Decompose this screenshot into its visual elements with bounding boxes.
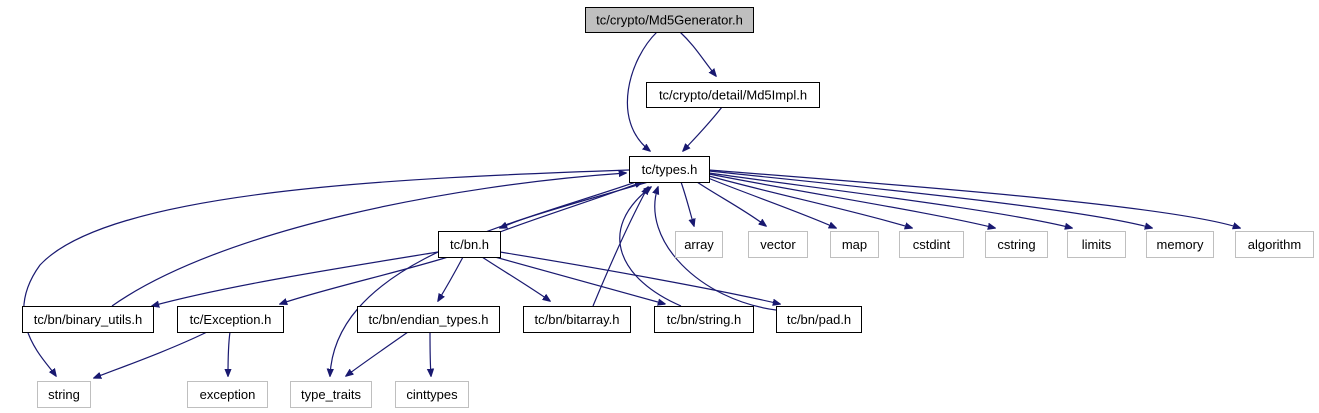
node-label: tc/crypto/Md5Generator.h	[596, 13, 743, 28]
node-box	[675, 231, 723, 258]
node-types[interactable]: tc/types.h	[629, 156, 710, 183]
node-box	[1146, 231, 1214, 258]
edge-binutils-to-types	[111, 173, 626, 307]
edge-bn-to-pad	[499, 251, 780, 304]
edge-types-to-memory	[708, 170, 1152, 228]
node-label: algorithm	[1248, 237, 1301, 252]
node-md5gen[interactable]: tc/crypto/Md5Generator.h	[585, 7, 754, 33]
node-box	[1067, 231, 1126, 258]
edge-bnstring-to-types	[619, 187, 682, 307]
node-box	[177, 306, 284, 333]
node-box	[357, 306, 500, 333]
edge-pad-to-types	[655, 187, 777, 311]
edge-exception_h-to-string	[94, 331, 208, 378]
node-array: array	[675, 231, 723, 258]
edge-types-to-cstdint	[708, 175, 912, 228]
edge-types-to-array	[680, 181, 694, 226]
node-limits: limits	[1067, 231, 1126, 258]
edge-types-to-cstring	[708, 173, 995, 228]
node-label: cstdint	[913, 237, 951, 252]
node-box	[187, 381, 268, 408]
node-memory: memory	[1146, 231, 1214, 258]
node-label: tc/bn/bitarray.h	[534, 312, 619, 327]
edge-bn-to-endian	[438, 256, 464, 301]
node-exception_h[interactable]: tc/Exception.h	[177, 306, 284, 333]
node-box	[1235, 231, 1314, 258]
node-label: string	[48, 387, 80, 402]
node-box	[830, 231, 879, 258]
node-label: tc/Exception.h	[190, 312, 272, 327]
node-bitarray[interactable]: tc/bn/bitarray.h	[523, 306, 631, 333]
edge-exception_h-to-exception	[228, 331, 230, 376]
node-cstring: cstring	[985, 231, 1048, 258]
edge-types-to-type_traits	[330, 181, 649, 376]
edge-bn-to-exception_h	[280, 256, 449, 304]
node-label: limits	[1082, 237, 1112, 252]
node-map: map	[830, 231, 879, 258]
node-box	[646, 82, 820, 108]
node-label: tc/bn/pad.h	[787, 312, 851, 327]
node-label: type_traits	[301, 387, 361, 402]
edge-md5gen-to-types	[626, 31, 658, 151]
node-box	[654, 306, 754, 333]
edge-types-to-limits	[708, 172, 1072, 228]
node-label: cstring	[997, 237, 1035, 252]
node-box	[585, 7, 754, 33]
node-box	[523, 306, 631, 333]
edge-types-to-map	[707, 177, 836, 228]
node-label: tc/types.h	[642, 162, 698, 177]
node-box	[438, 231, 501, 258]
node-box	[629, 156, 710, 183]
node-pad[interactable]: tc/bn/pad.h	[776, 306, 862, 333]
node-md5impl[interactable]: tc/crypto/detail/Md5Impl.h	[646, 82, 820, 108]
edge-md5gen-to-md5impl	[679, 31, 716, 76]
node-label: array	[684, 237, 714, 252]
node-layer: tc/crypto/Md5Generator.h tc/crypto/detail…	[22, 7, 1314, 408]
node-label: exception	[200, 387, 256, 402]
node-endian[interactable]: tc/bn/endian_types.h	[357, 306, 500, 333]
edge-endian-to-cinttypes	[430, 331, 431, 376]
edge-bn-to-binutils	[152, 251, 439, 306]
edge-endian-to-type_traits	[346, 331, 409, 376]
edge-md5impl-to-types	[683, 106, 723, 151]
node-cinttypes: cinttypes	[395, 381, 469, 408]
node-algorithm: algorithm	[1235, 231, 1314, 258]
node-box	[776, 306, 862, 333]
edge-types-to-algorithm	[708, 169, 1240, 228]
node-box	[22, 306, 154, 333]
edge-bn-to-bnstring	[494, 256, 665, 304]
node-label: tc/bn/endian_types.h	[369, 312, 489, 327]
node-label: tc/crypto/detail/Md5Impl.h	[659, 88, 807, 103]
node-label: tc/bn.h	[450, 237, 489, 252]
node-box	[748, 231, 808, 258]
node-string: string	[37, 381, 91, 408]
node-vector: vector	[748, 231, 808, 258]
node-label: tc/bn/string.h	[667, 312, 741, 327]
node-box	[985, 231, 1048, 258]
node-bnstring[interactable]: tc/bn/string.h	[654, 306, 754, 333]
node-box	[899, 231, 964, 258]
node-bn[interactable]: tc/bn.h	[438, 231, 501, 258]
node-box	[395, 381, 469, 408]
edge-types-to-vector	[696, 181, 766, 226]
node-box	[37, 381, 91, 408]
node-label: map	[842, 237, 867, 252]
node-label: vector	[760, 237, 796, 252]
node-box	[290, 381, 372, 408]
node-cstdint: cstdint	[899, 231, 964, 258]
node-label: memory	[1157, 237, 1204, 252]
node-type_traits: type_traits	[290, 381, 372, 408]
node-binutils[interactable]: tc/bn/binary_utils.h	[22, 306, 154, 333]
edge-types-to-string	[23, 169, 630, 376]
edge-bn-to-bitarray	[481, 256, 550, 301]
node-exception: exception	[187, 381, 268, 408]
edge-bn-to-types	[499, 182, 642, 233]
node-label: cinttypes	[406, 387, 458, 402]
node-label: tc/bn/binary_utils.h	[34, 312, 142, 327]
